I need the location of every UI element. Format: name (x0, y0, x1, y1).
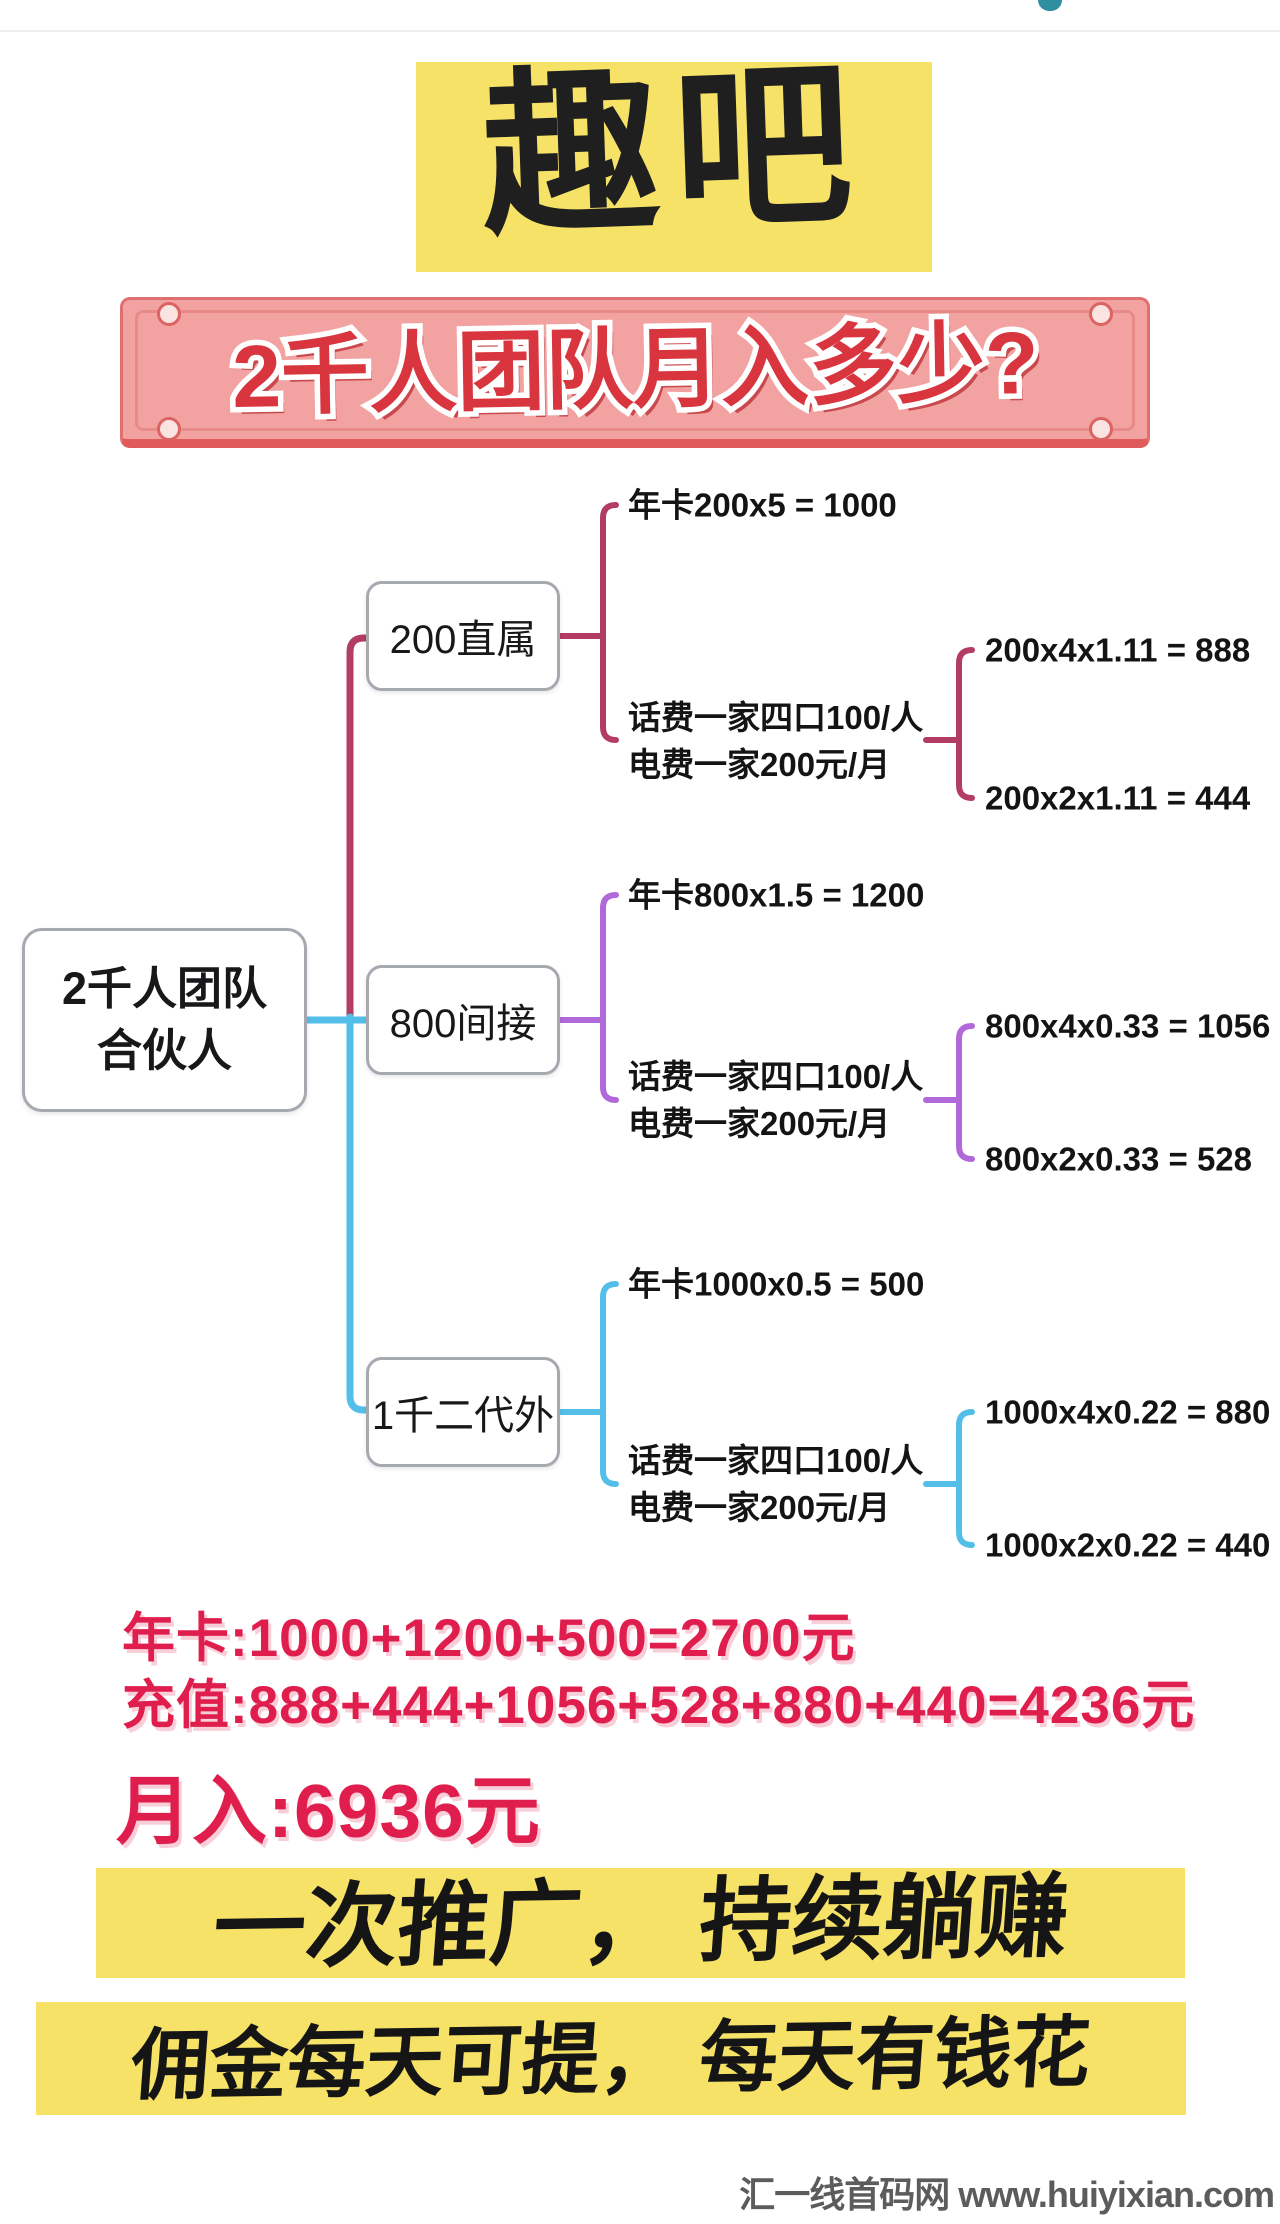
branch1-brace2 (956, 647, 975, 801)
leaf-calc-top-2: 800x4x0.33 = 1056 (985, 1007, 1271, 1045)
summary-recharge: 充值:888+444+1056+528+880+440=4236元 (122, 1676, 1196, 1735)
fee-line-phone: 话费一家四口100/人 (628, 1442, 924, 1479)
branch-node-indirect: 800间接 (366, 965, 560, 1075)
root-line1: 2千人团队 (61, 963, 268, 1014)
slogan-1: 一次推广， 持续躺赚 (209, 1866, 1072, 1980)
leaf-fees-1: 话费一家四口100/人 电费一家200元/月 (628, 694, 923, 788)
leaf-calc-top-3: 1000x4x0.22 = 880 (985, 1393, 1271, 1431)
app-title: 趣吧 (478, 44, 869, 257)
fee-line-electric: 电费一家200元/月 (628, 1105, 891, 1142)
branch2-brace (600, 892, 619, 1103)
branch-node-direct: 200直属 (366, 581, 560, 691)
leaf-fees-2: 话费一家四口100/人 电费一家200元/月 (628, 1053, 923, 1147)
leaf-calc-top-1: 200x4x1.11 = 888 (985, 631, 1251, 669)
slogan-banner-2: 佣金每天可提， 每天有钱花 (36, 2002, 1186, 2115)
rivet-icon (157, 302, 181, 326)
root-line2: 合伙人 (96, 1025, 232, 1076)
rivet-icon (1089, 417, 1113, 441)
slogan-2: 佣金每天可提， 每天有钱花 (128, 2007, 1094, 2110)
summary-annual-card: 年卡:1000+1200+500=2700元 (122, 1609, 856, 1668)
title-card: 趣吧 (416, 44, 932, 272)
fee-line-electric: 电费一家200元/月 (628, 746, 891, 783)
leaf-annual-card-2: 年卡800x1.5 = 1200 (628, 876, 925, 914)
root-node-label: 2千人团队 合伙人 (62, 958, 267, 1082)
branch-node-second-gen: 1千二代外 (366, 1357, 560, 1467)
leaf-calc-bottom-2: 800x2x0.33 = 528 (985, 1140, 1253, 1178)
branch3-brace (600, 1281, 619, 1487)
root-node: 2千人团队 合伙人 (22, 928, 307, 1112)
rivet-icon (157, 417, 181, 441)
fee-line-electric: 电费一家200元/月 (628, 1489, 891, 1526)
branch3-brace2 (956, 1409, 975, 1548)
headline-ribbon: 2千人团队月入多少? 2千人团队月入多少? (120, 297, 1150, 448)
leaf-annual-card-1: 年卡200x5 = 1000 (628, 486, 897, 524)
trunk-down-line (346, 1013, 371, 1414)
leaf-calc-bottom-1: 200x2x1.11 = 444 (985, 779, 1251, 817)
fee-line-phone: 话费一家四口100/人 (628, 1058, 924, 1095)
branch1-brace (600, 502, 619, 743)
trunk-up-line (346, 634, 371, 1027)
teal-dot-decoration (1038, 0, 1062, 11)
leaf-calc-bottom-3: 1000x2x0.22 = 440 (985, 1526, 1271, 1564)
site-watermark: 汇一线首码网 www.huiyixian.com (739, 2174, 1275, 2215)
leaf-annual-card-3: 年卡1000x0.5 = 500 (628, 1265, 925, 1303)
top-hairline (0, 30, 1280, 32)
fee-line-phone: 话费一家四口100/人 (628, 699, 924, 736)
summary-monthly-income: 月入:6936元 (116, 1769, 541, 1853)
headline: 2千人团队月入多少? 2千人团队月入多少? (225, 307, 1044, 431)
leaf-fees-3: 话费一家四口100/人 电费一家200元/月 (628, 1437, 923, 1531)
headline-fill: 2千人团队月入多少? (230, 312, 1040, 426)
rivet-icon (1089, 302, 1113, 326)
branch-node-label: 200直属 (389, 618, 537, 662)
branch-node-label: 800间接 (389, 1002, 537, 1046)
slogan-banner-1: 一次推广， 持续躺赚 (96, 1866, 1185, 1980)
branch2-brace2 (956, 1023, 975, 1162)
branch-node-label: 1千二代外 (371, 1394, 555, 1438)
